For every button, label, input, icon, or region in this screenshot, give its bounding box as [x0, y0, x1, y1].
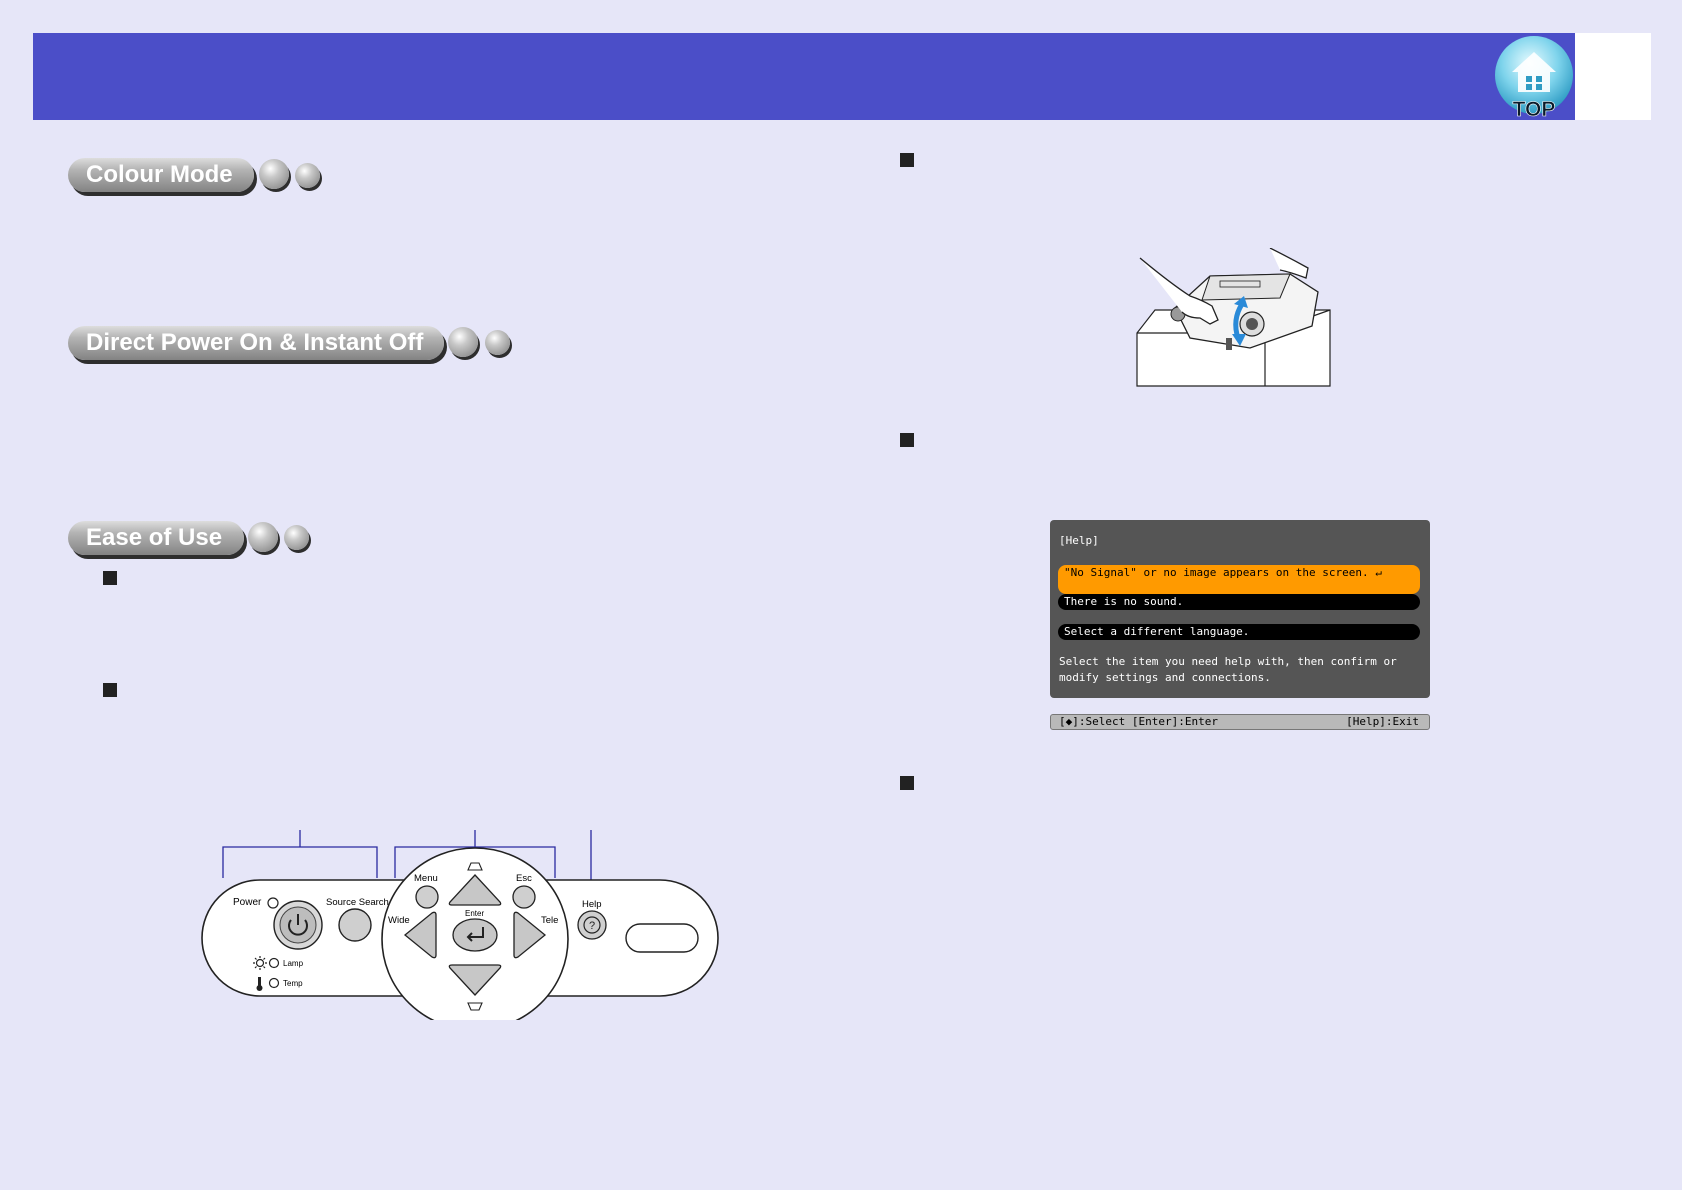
enter-label: Enter [465, 909, 484, 918]
esc-label: Esc [516, 873, 532, 884]
temp-indicator [268, 977, 280, 989]
control-panel-illustration: Power Source Search Lamp Temp Menu Esc W… [201, 830, 719, 1020]
source-search-label: Source Search [326, 897, 389, 908]
tele-label: Tele [541, 915, 558, 926]
help-title: [Help] [1059, 534, 1099, 547]
help-item-language[interactable]: Select a different language. [1058, 624, 1420, 640]
decor-ball [248, 522, 278, 552]
menu-label: Menu [414, 873, 438, 884]
bullet-marker [103, 683, 117, 697]
help-footer: [◆]:Select [Enter]:Enter [Help]:Exit [1050, 714, 1430, 730]
top-logo-text: TOP [1513, 98, 1556, 121]
enter-icon [466, 927, 484, 942]
help-footer-right: [Help]:Exit [1346, 715, 1419, 728]
lamp-label: Lamp [283, 959, 304, 968]
bullet-marker [103, 571, 117, 585]
bullet-marker [900, 776, 914, 790]
esc-button [512, 885, 536, 909]
help-panel: [Help] "No Signal" or no image appears o… [1050, 520, 1430, 698]
header-bar [33, 33, 1575, 120]
svg-text:?: ? [589, 920, 595, 932]
power-label: Power [233, 897, 262, 908]
section-title-direct-power: Direct Power On & Instant Off [68, 326, 444, 360]
section-title-colour-mode: Colour Mode [68, 158, 254, 192]
adjust-arrow-icon [1232, 296, 1248, 346]
power-icon [288, 914, 308, 936]
bullet-marker [900, 153, 914, 167]
power-indicator [267, 897, 279, 909]
help-icon: ? [583, 916, 601, 934]
help-item-label: "No Signal" or no image appears on the s… [1064, 566, 1369, 579]
page-corner [1575, 33, 1651, 120]
bullet-marker [900, 433, 914, 447]
receiver-window [625, 923, 699, 953]
enter-return-icon: ↵ [1375, 566, 1382, 579]
top-button[interactable]: TOP [1492, 34, 1576, 122]
help-menu-screenshot: [Help] "No Signal" or no image appears o… [1050, 520, 1430, 731]
up-arrow-button [448, 874, 502, 906]
menu-button [415, 885, 439, 909]
keystone-up-icon [467, 862, 483, 871]
down-arrow-button [448, 964, 502, 996]
left-arrow-button [403, 911, 437, 959]
section-title-ease-of-use: Ease of Use [68, 521, 244, 555]
help-item-no-signal[interactable]: "No Signal" or no image appears on the s… [1058, 565, 1420, 594]
help-label: Help [582, 899, 602, 910]
decor-ball [295, 163, 320, 188]
top-home-icon: TOP [1495, 36, 1573, 121]
keystone-down-icon [467, 1002, 483, 1011]
lamp-icon [253, 956, 267, 970]
decor-ball [448, 327, 478, 357]
right-arrow-button [513, 911, 547, 959]
temp-label: Temp [283, 979, 303, 988]
decor-ball [259, 159, 289, 189]
wide-label: Wide [388, 915, 410, 926]
help-button [577, 910, 607, 940]
help-footer-left: [◆]:Select [Enter]:Enter [1059, 715, 1218, 728]
enter-button [452, 918, 498, 952]
help-description: Select the item you need help with, then… [1059, 655, 1397, 684]
lamp-indicator [268, 957, 280, 969]
help-item-no-sound[interactable]: There is no sound. [1058, 594, 1420, 610]
temp-icon [256, 977, 263, 991]
decor-ball [485, 330, 510, 355]
projector-illustration [1136, 248, 1331, 387]
decor-ball [284, 525, 309, 550]
source-search-button [338, 908, 372, 942]
